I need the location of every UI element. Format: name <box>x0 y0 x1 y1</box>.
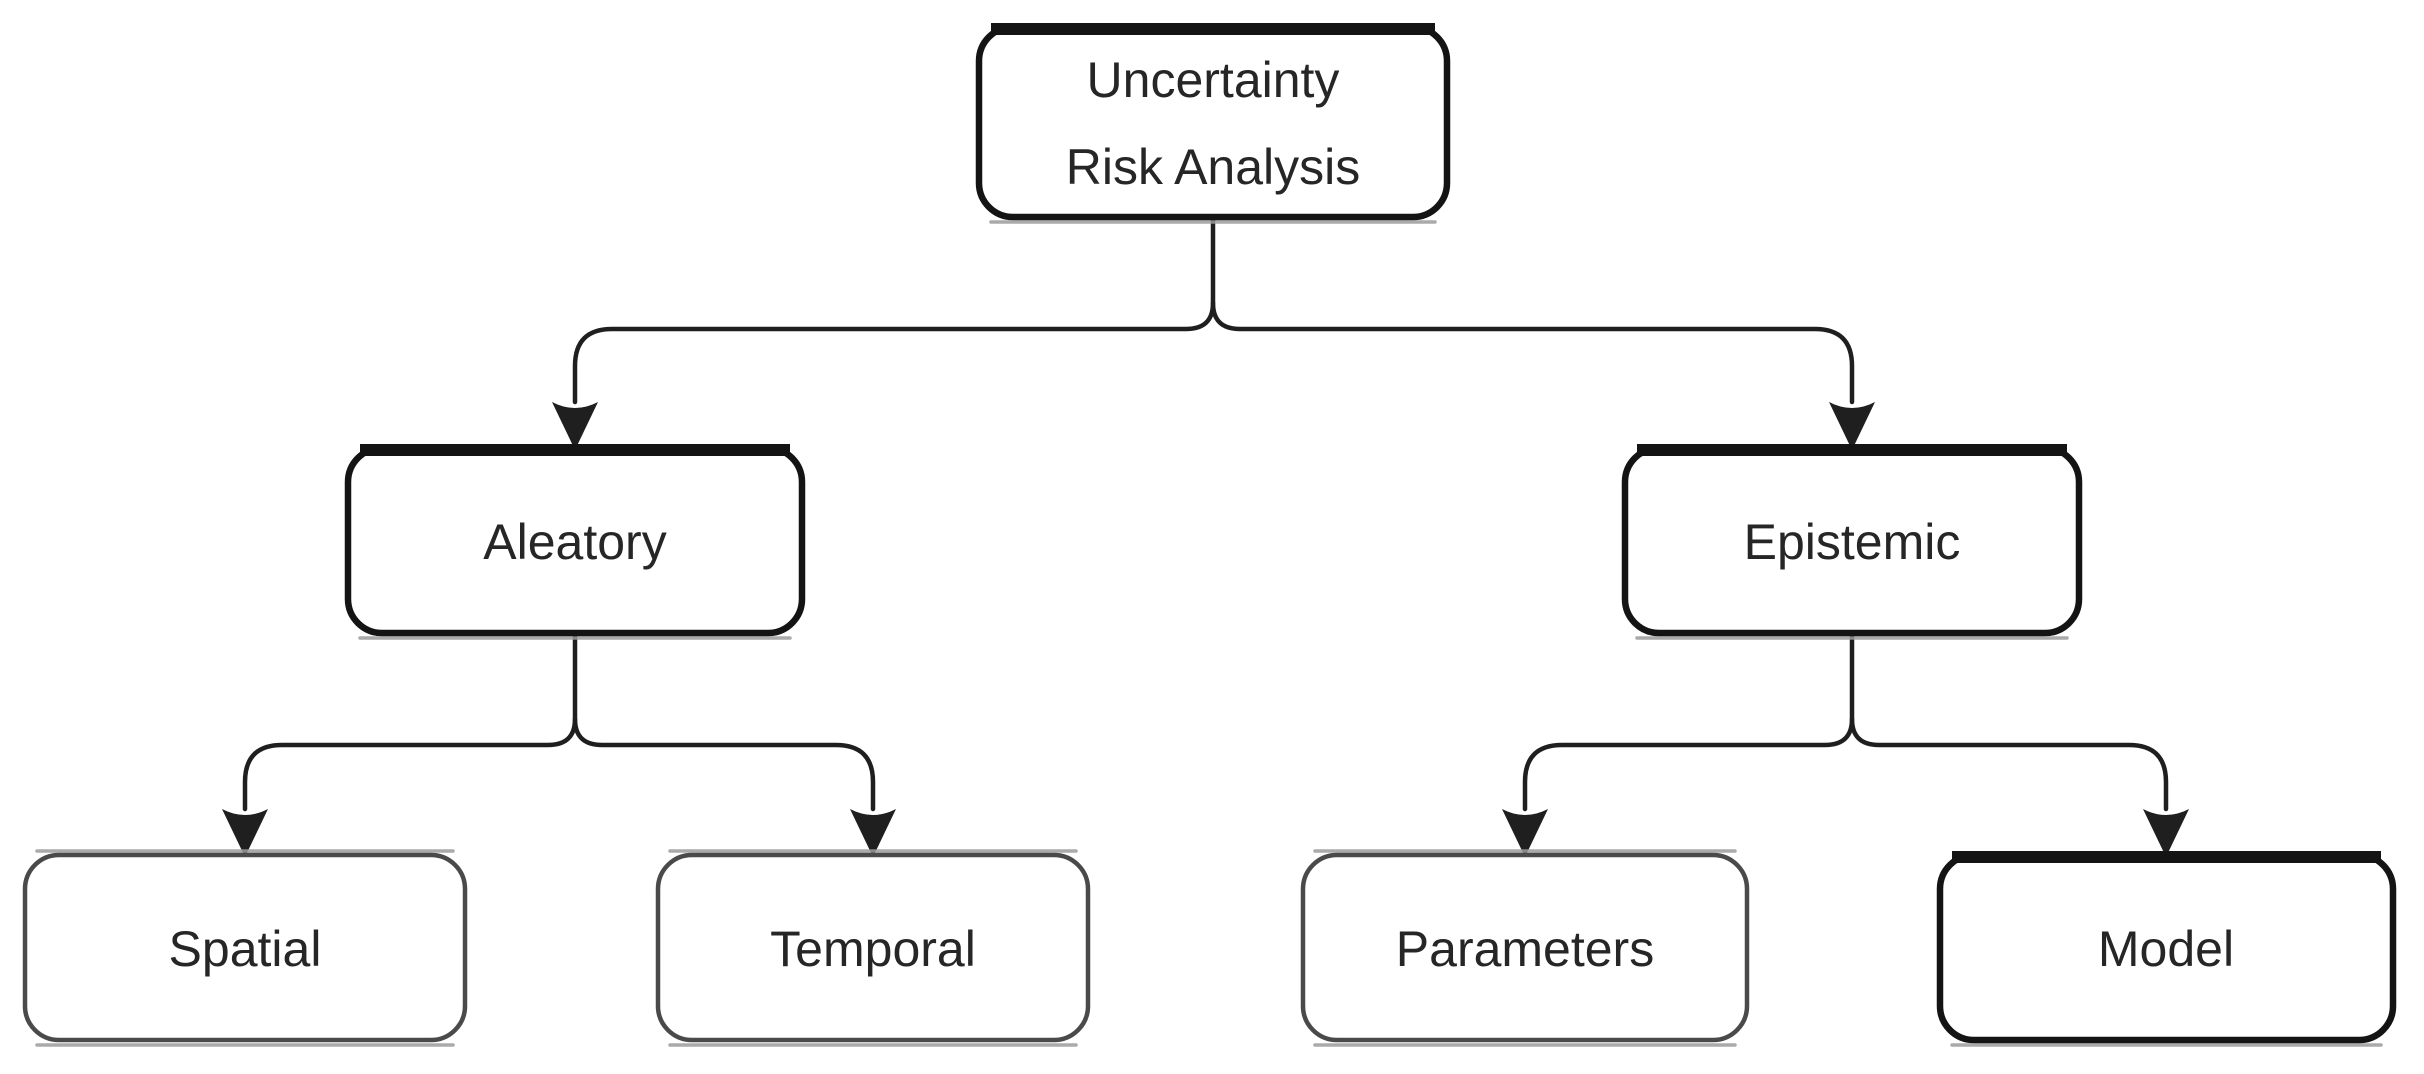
arrowhead-into-parameters <box>1502 809 1548 857</box>
node-aleatory-label: Aleatory <box>483 514 666 570</box>
node-temporal-label: Temporal <box>770 921 976 977</box>
connector-root-to-aleatory <box>572 214 1216 405</box>
connector-aleatory-to-spatial <box>242 630 578 812</box>
node-model: Model <box>1936 851 2397 1047</box>
node-parameters: Parameters <box>1300 849 1750 1047</box>
node-root-label-line2: Risk Analysis <box>1066 139 1361 195</box>
node-parameters-box <box>1300 852 1750 1043</box>
node-parameters-label: Parameters <box>1396 921 1654 977</box>
connector-aleatory-to-temporal <box>572 716 876 812</box>
node-aleatory: Aleatory <box>344 444 806 640</box>
node-temporal-box <box>655 852 1091 1043</box>
connector-epistemic-to-model <box>1849 716 2169 812</box>
node-spatial-box <box>22 852 468 1043</box>
connector-root-to-epistemic <box>1210 300 1855 405</box>
arrowhead-into-model <box>2143 809 2189 857</box>
node-spatial-label: Spatial <box>169 921 322 977</box>
connector-epistemic-to-parameters <box>1522 630 1855 812</box>
node-epistemic-label: Epistemic <box>1744 514 1961 570</box>
arrowhead-into-temporal <box>850 809 896 857</box>
node-epistemic: Epistemic <box>1621 444 2083 640</box>
node-model-label: Model <box>2098 921 2234 977</box>
arrowhead-into-aleatory <box>552 402 598 450</box>
connectors <box>222 214 2189 857</box>
node-temporal: Temporal <box>655 849 1091 1047</box>
node-spatial: Spatial <box>22 849 468 1047</box>
node-uncertainty-risk-analysis: Uncertainty Risk Analysis <box>975 23 1451 224</box>
node-root-label-line1: Uncertainty <box>1087 52 1340 108</box>
arrowhead-into-epistemic <box>1829 402 1875 450</box>
arrowhead-into-spatial <box>222 809 268 857</box>
